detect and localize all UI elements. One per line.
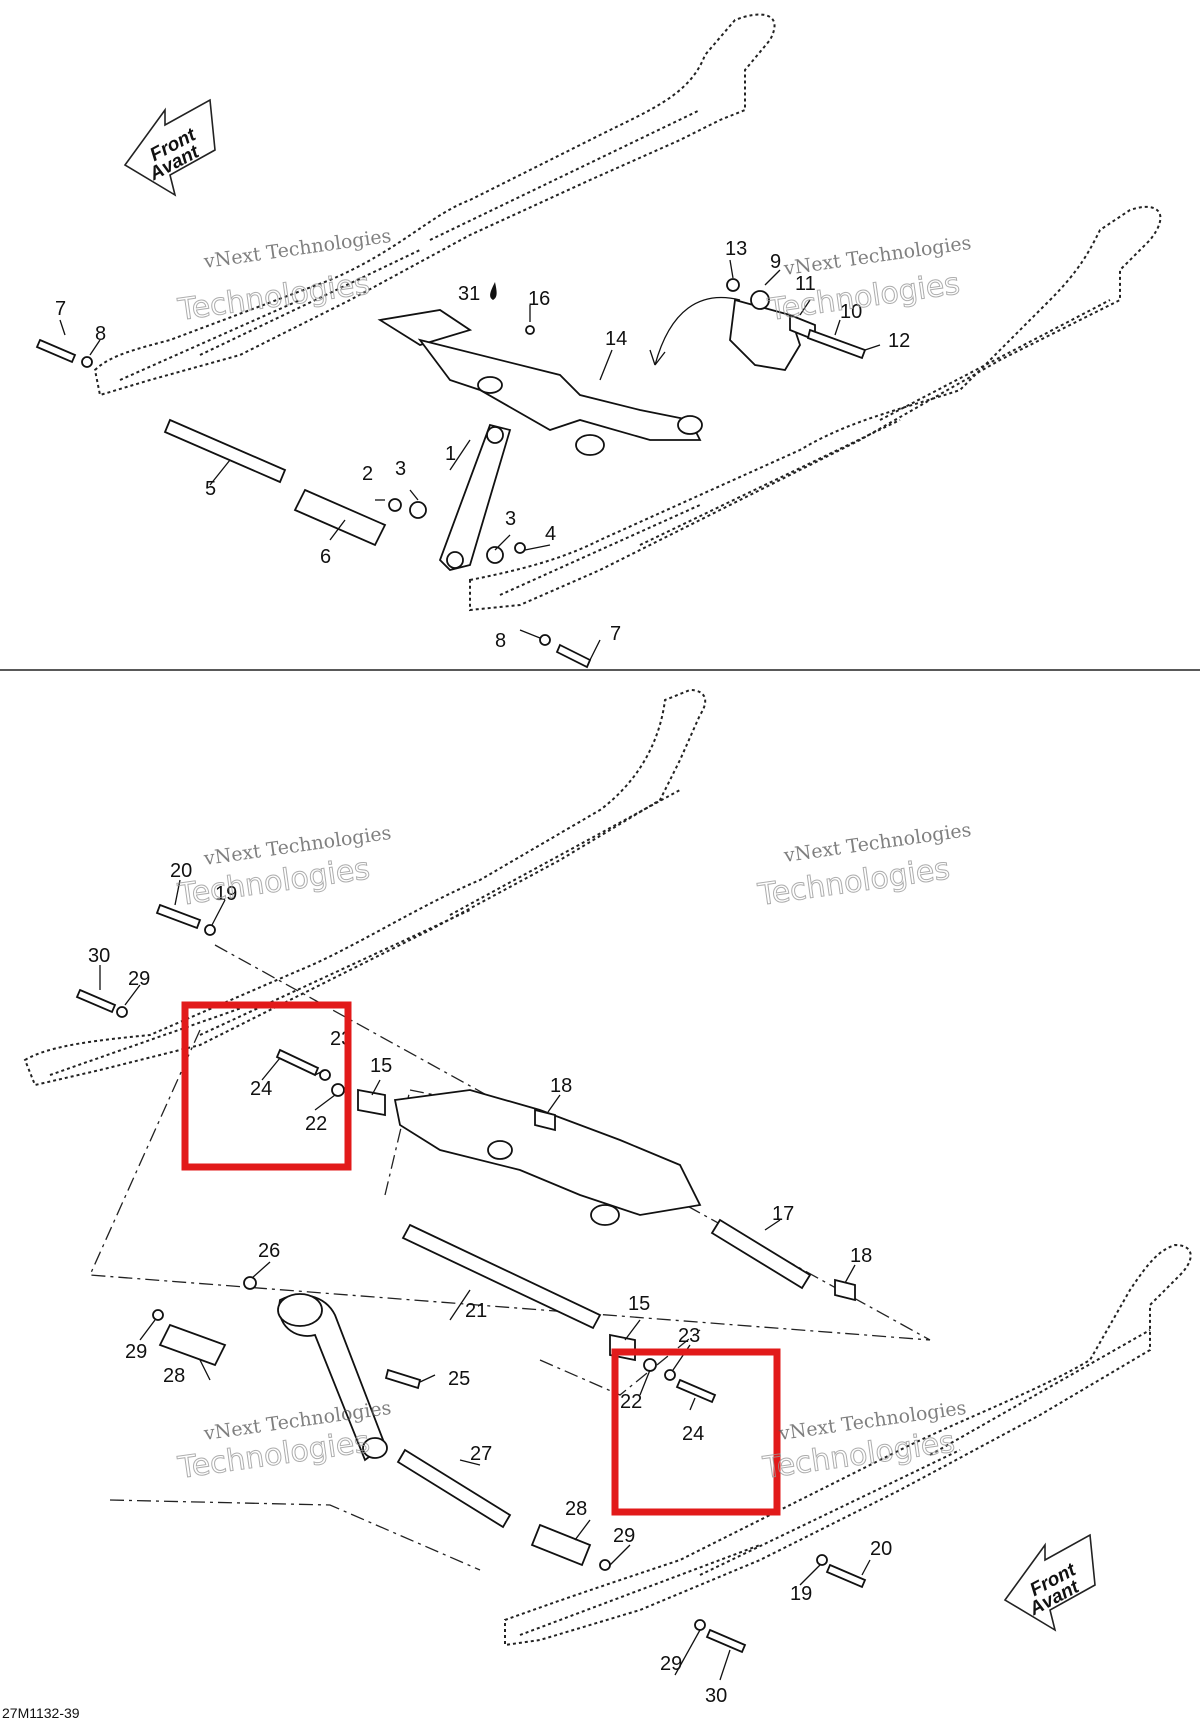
front-arm-assembly [393, 1089, 702, 1226]
label-30b: 30 [705, 1685, 727, 1707]
label-29d: 29 [660, 1653, 682, 1675]
label-23b: 23 [678, 1325, 700, 1347]
label-25: 25 [448, 1368, 470, 1390]
bracket-arrow [654, 296, 741, 366]
bottom-upper-rail-slots [49, 789, 681, 1076]
label-16: 16 [528, 288, 550, 310]
label-24b: 24 [682, 1423, 704, 1445]
label-31: 31 [458, 283, 480, 305]
reference-code: 27M1132-39 [2, 1705, 80, 1721]
label-15a: 15 [370, 1055, 392, 1077]
bracket-9-11 [729, 290, 867, 371]
bottom-lower-rail [504, 1243, 1192, 1647]
shaft-21 [401, 1223, 602, 1330]
label-28b: 28 [565, 1498, 587, 1520]
label-10: 10 [840, 301, 862, 323]
bushing-18b [834, 1278, 856, 1302]
label-21: 21 [465, 1300, 487, 1322]
label-14: 14 [605, 328, 627, 350]
highlight-box-right [611, 1348, 781, 1516]
label-3b: 3 [505, 508, 516, 530]
label-7a: 7 [55, 298, 66, 320]
spacer-15a [357, 1088, 386, 1117]
label-2: 2 [362, 463, 373, 485]
spacer-28b [530, 1523, 592, 1567]
label-19b: 19 [790, 1583, 812, 1605]
front-arrow-bottom: Front Avant [1003, 1533, 1096, 1632]
label-28a: 28 [163, 1365, 185, 1387]
label-18b: 18 [850, 1245, 872, 1267]
bottom-upper-rail [23, 688, 707, 1087]
label-12: 12 [888, 330, 910, 352]
bottom-leaders [99, 879, 871, 1681]
watermark-top-left-2: Technologies [175, 266, 372, 328]
label-9: 9 [770, 251, 781, 273]
label-8a: 8 [95, 323, 106, 345]
label-27: 27 [470, 1443, 492, 1465]
label-13: 13 [725, 238, 747, 260]
lower-rail-top [469, 205, 1162, 612]
label-7b: 7 [610, 623, 621, 645]
highlight-box-left [181, 1001, 352, 1171]
label-11: 11 [795, 273, 816, 295]
label-20b: 20 [870, 1538, 892, 1560]
label-17: 17 [772, 1203, 794, 1225]
label-22a: 22 [305, 1113, 327, 1135]
label-24a: 24 [250, 1078, 272, 1100]
label-4: 4 [545, 523, 556, 545]
top-leaders [59, 259, 881, 661]
hardware-top [35, 278, 740, 669]
label-15b: 15 [628, 1293, 650, 1315]
bushing-18a [534, 1108, 556, 1132]
spacer-28a [158, 1323, 227, 1367]
rear-arm-assembly [377, 309, 703, 456]
label-5: 5 [205, 478, 216, 500]
hardware-bottom [75, 903, 867, 1654]
label-30a: 30 [88, 945, 110, 967]
bottom-section: Front Avant [23, 688, 1192, 1707]
label-8b: 8 [495, 630, 506, 652]
label-29b: 29 [128, 968, 150, 990]
spacer-6 [293, 488, 387, 547]
watermark-top-left: vNext Technologies [202, 225, 393, 273]
shock-absorber [277, 1293, 388, 1462]
rear-arm-link [438, 423, 512, 571]
label-29a: 29 [125, 1341, 147, 1363]
upper-rail-slots [119, 109, 701, 381]
shaft-27 [396, 1448, 512, 1529]
shaft-5 [163, 418, 287, 484]
label-18a: 18 [550, 1075, 572, 1097]
shaft-17 [710, 1218, 812, 1290]
label-20a: 20 [170, 860, 192, 882]
bottom-lower-rail-slots [519, 1329, 1151, 1636]
lower-rail-slots [499, 299, 1111, 596]
label-19a: 19 [215, 883, 237, 905]
label-22b: 22 [620, 1391, 642, 1413]
label-6: 6 [320, 546, 331, 568]
top-section: Front Avant [35, 13, 1162, 669]
grease-drop-icon [490, 282, 497, 300]
label-26: 26 [258, 1240, 280, 1262]
front-arrow-top: Front Avant [123, 98, 216, 197]
label-1: 1 [445, 443, 456, 465]
label-29c: 29 [613, 1525, 635, 1547]
label-3a: 3 [395, 458, 406, 480]
